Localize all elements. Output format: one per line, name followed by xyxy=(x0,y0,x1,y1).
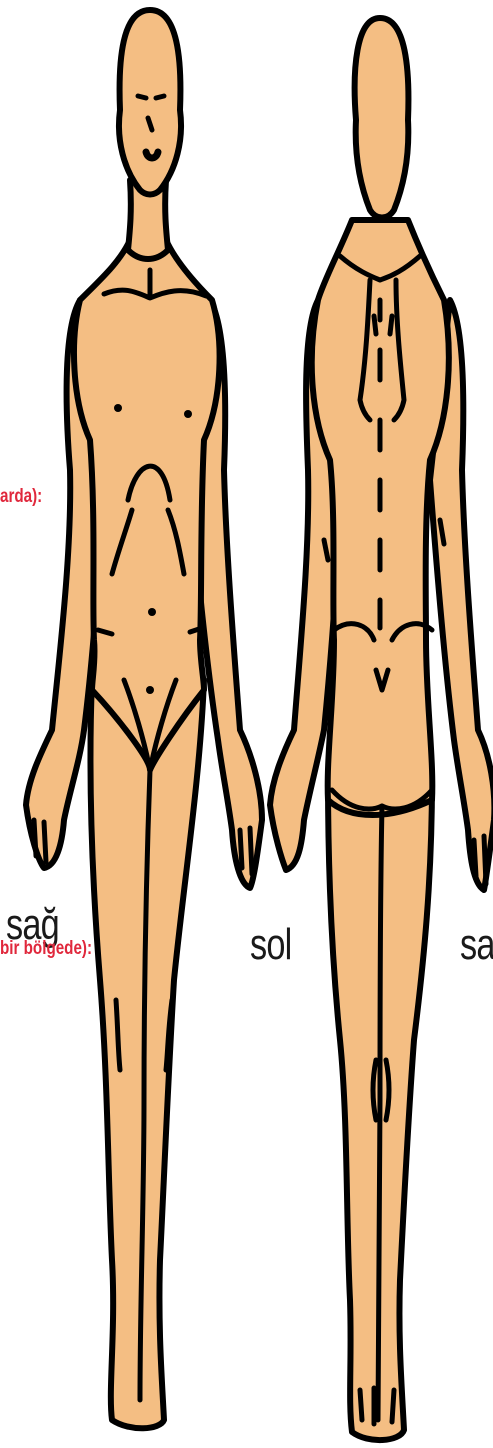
front-head xyxy=(119,10,181,195)
front-pubic-mark xyxy=(146,686,154,694)
front-nipple-left xyxy=(114,404,122,412)
front-eye-right xyxy=(156,96,164,98)
back-head xyxy=(355,18,409,218)
front-navel xyxy=(148,608,156,616)
label-back-side-right: sağ xyxy=(460,920,493,970)
front-nipple-right xyxy=(184,410,192,418)
note-upper: arda): xyxy=(0,486,42,508)
front-eye-left xyxy=(138,96,146,98)
back-shoulder-blade-right xyxy=(390,316,392,334)
back-shoulder-blade-left xyxy=(374,316,376,334)
label-back-side-left: sol xyxy=(250,920,292,970)
note-lower: bir bölgede): xyxy=(0,938,92,960)
